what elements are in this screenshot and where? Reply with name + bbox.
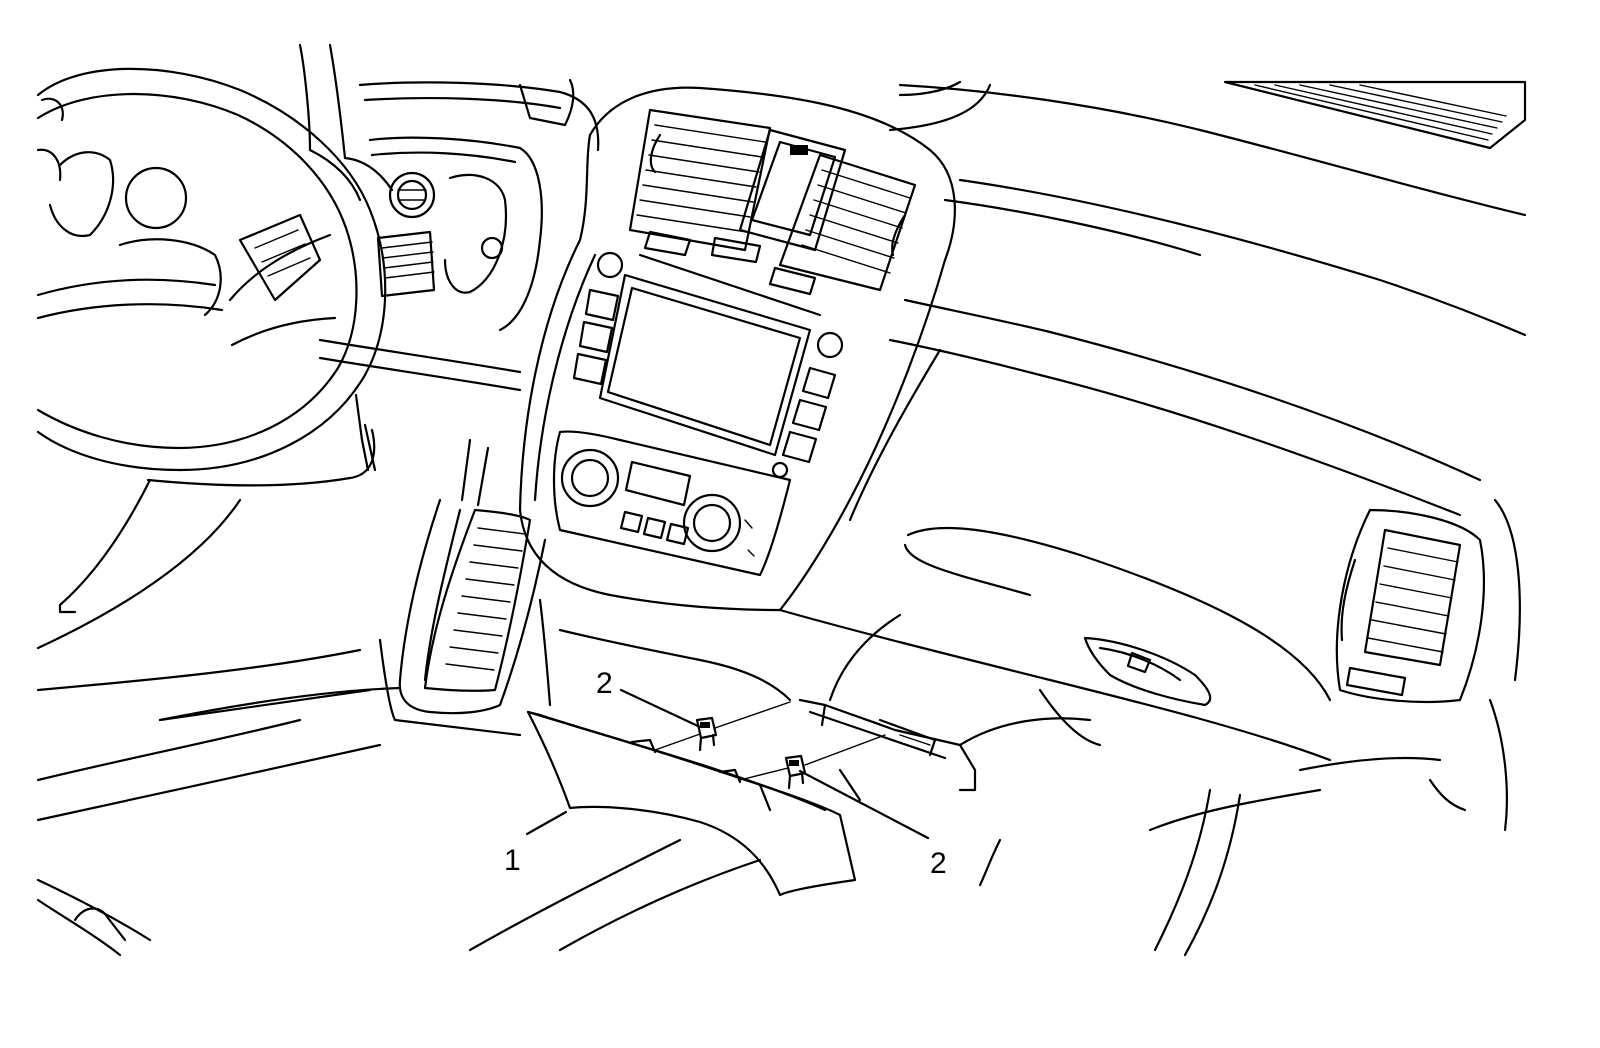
center-console: [378, 438, 792, 737]
windshield-defroster-grille: [1223, 80, 1527, 150]
callout-1-label: 1: [504, 844, 521, 877]
console-vent: [423, 508, 532, 692]
left-knee-bolster: [36, 428, 402, 957]
radio-side-buttons-right: [781, 366, 837, 464]
center-right-vent: [778, 153, 917, 292]
left-dash-area: [318, 78, 600, 472]
center-stack: [518, 86, 956, 612]
right-outlet-vent: [1335, 498, 1521, 832]
climate-control-panel: [552, 430, 792, 577]
steering-wheel: [36, 67, 387, 472]
navigation-display: [598, 273, 812, 457]
radio-side-buttons-left: [572, 288, 620, 386]
callout-2b: 2: [798, 769, 947, 880]
clip-alignment-lines: [654, 701, 886, 781]
hazard-clock-module: [738, 128, 847, 252]
bracket-opening: [798, 698, 977, 772]
callout-2a-label: 2: [596, 667, 613, 700]
callout-1: 1: [504, 810, 568, 877]
callout-2a: 2: [596, 667, 702, 729]
steering-column: [298, 43, 394, 202]
right-floor-area: [158, 688, 1467, 957]
callout-2b-label: 2: [930, 847, 947, 880]
center-left-vent: [628, 108, 772, 252]
passenger-dash: [778, 80, 1527, 762]
close-out-panel: [526, 710, 857, 897]
retainer-clip-upper: [695, 716, 718, 752]
glove-box-handle: [1083, 636, 1212, 707]
headlamp-switch-knob: [388, 171, 436, 219]
left-center-vent: [376, 230, 436, 298]
